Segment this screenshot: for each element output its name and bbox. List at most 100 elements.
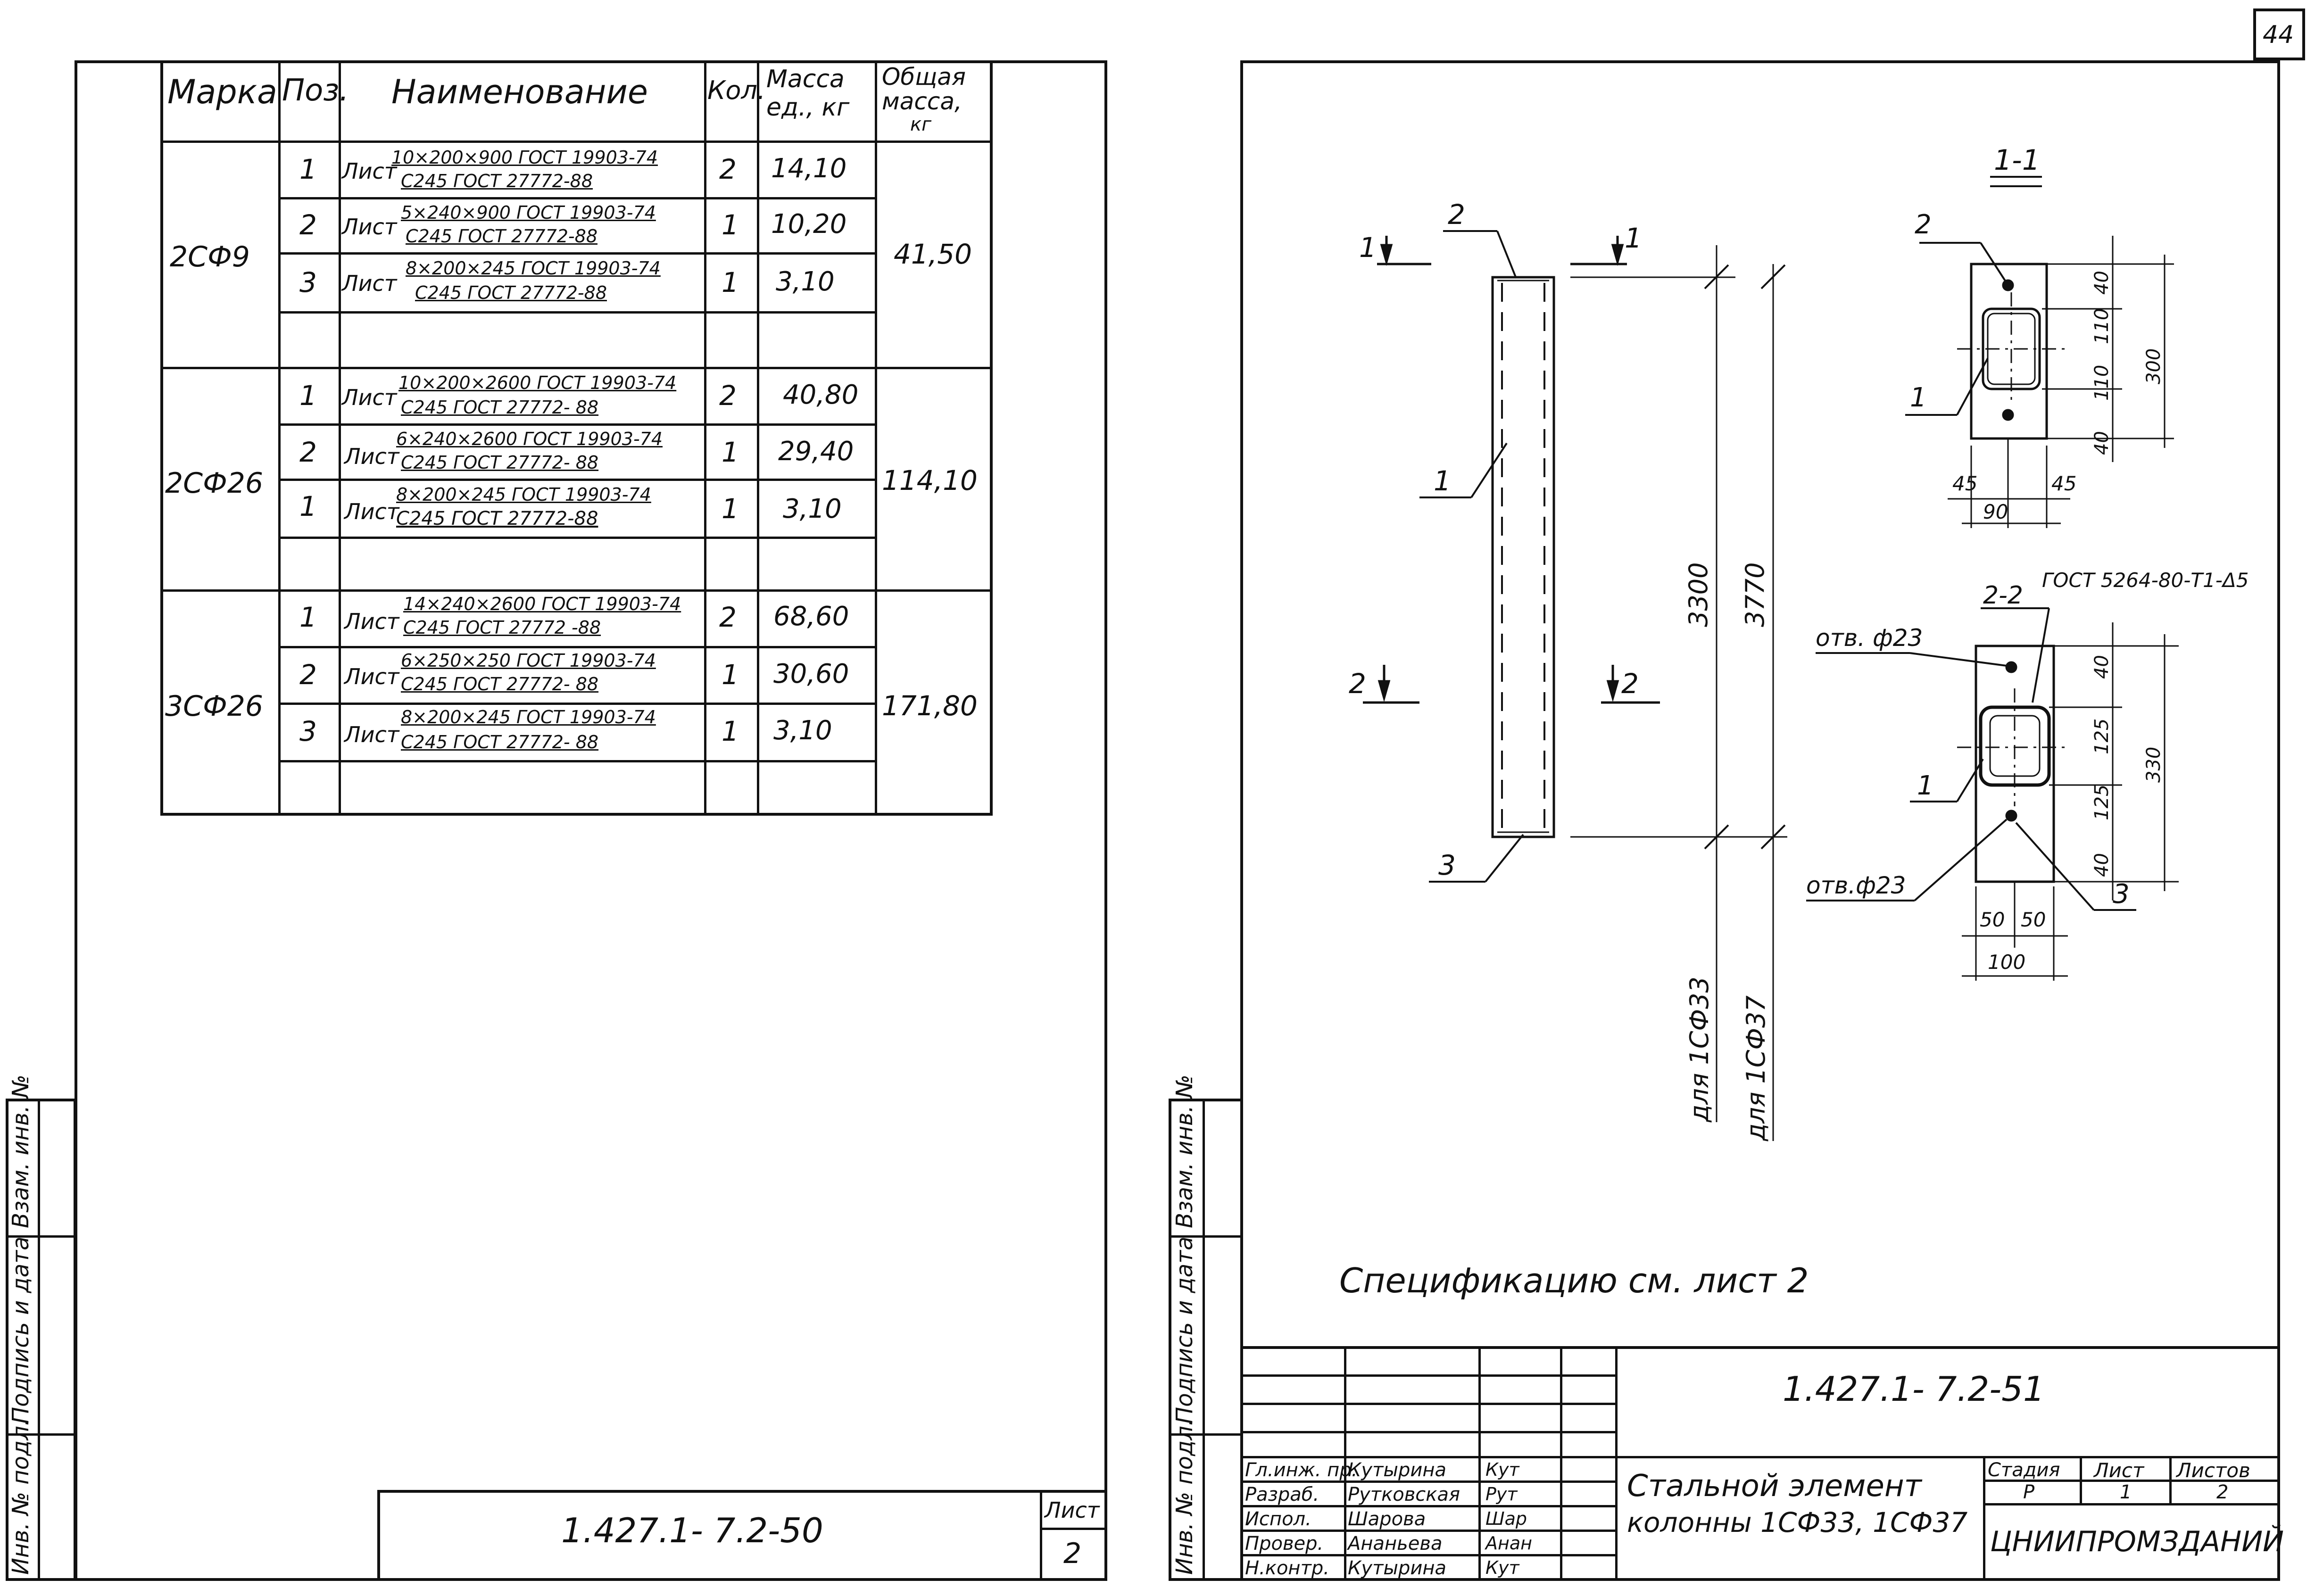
- sheets-label: Листов: [2176, 1459, 2250, 1482]
- header-mass-total-3: кг: [910, 114, 932, 135]
- s11-dim-90: 90: [1983, 500, 2008, 523]
- row-mass: 40,80: [783, 380, 859, 410]
- role: Разраб.: [1245, 1484, 1319, 1505]
- stage-value: Р: [2023, 1481, 2035, 1503]
- left-sheet-number: 2: [1063, 1537, 1082, 1570]
- signature: Рут: [1485, 1484, 1518, 1505]
- row-bottom: С245 ГОСТ 27772-88: [415, 282, 607, 303]
- row-word: Лист: [344, 722, 399, 747]
- row-mass: 29,40: [778, 436, 854, 467]
- signature: Шар: [1485, 1508, 1527, 1529]
- page-number: 44: [2263, 21, 2294, 49]
- row-mass: 68,60: [773, 601, 849, 632]
- s22-dim-100: 100: [1988, 951, 2025, 974]
- row-qty: 1: [722, 209, 739, 241]
- row-qty: 1: [722, 715, 739, 747]
- right-doc-code: 1.427.1- 7.2-51: [1783, 1369, 2045, 1409]
- for-1sf33: для 1СФ33: [1684, 976, 1714, 1123]
- row-pos: 2: [299, 659, 317, 691]
- s11-dim-110-a: 110: [2091, 308, 2113, 344]
- title-line-1: Стальной элемент: [1627, 1469, 1922, 1504]
- row-mass: 30,60: [773, 659, 849, 689]
- row-bottom: С245 ГОСТ 27772- 88: [401, 732, 599, 753]
- row-top: 10×200×900 ГОСТ 19903-74: [391, 147, 658, 168]
- weld-note: ГОСТ 5264-80-Т1-Δ5: [2042, 569, 2249, 592]
- row-word: Лист: [344, 444, 399, 469]
- role: Н.контр.: [1245, 1557, 1329, 1579]
- row-bottom: С245 ГОСТ 27772- 88: [401, 452, 599, 473]
- row-mass: 3,10: [783, 494, 842, 524]
- row-qty: 2: [719, 153, 737, 185]
- group-mark: 2СФ26: [165, 467, 264, 500]
- row-top: 8×200×245 ГОСТ 19903-74: [396, 484, 651, 505]
- role: Испол.: [1245, 1508, 1311, 1530]
- header-mass-unit-2: ед., кг: [766, 93, 850, 122]
- s11-pos-1: 1: [1910, 382, 1927, 413]
- s22-dim-125-a: 125: [2091, 719, 2113, 754]
- header-mass-unit-1: Масса: [766, 65, 845, 93]
- name: Кутырина: [1348, 1557, 1447, 1579]
- name: Рутковская: [1348, 1484, 1460, 1505]
- signature: Анан: [1485, 1533, 1532, 1554]
- row-bottom: С245 ГОСТ 27772- 88: [401, 397, 599, 418]
- row-pos: 2: [299, 436, 317, 468]
- row-qty: 1: [722, 266, 739, 298]
- row-mass: 3,10: [776, 266, 835, 297]
- row-mass: 14,10: [771, 153, 847, 184]
- row-word: Лист: [342, 158, 397, 184]
- s22-dim-330: 330: [2143, 747, 2165, 783]
- left-side-stamp: [6, 1099, 76, 1581]
- header-pos: Поз.: [282, 73, 349, 108]
- s22-dim-40-bottom: 40: [2091, 853, 2113, 877]
- cut-mark-2-left: 2: [1349, 668, 1366, 700]
- header-mark: Марка: [167, 73, 277, 111]
- row-pos: 3: [299, 715, 317, 747]
- row-bottom: С245 ГОСТ 27772- 88: [401, 674, 599, 695]
- cut-mark-1-left: 1: [1359, 232, 1377, 264]
- left-sheet-label: Лист: [1045, 1497, 1100, 1523]
- sheet-value: 1: [2120, 1481, 2132, 1503]
- role: Гл.инж. пр.: [1245, 1459, 1358, 1481]
- s11-dim-45-right: 45: [2051, 472, 2076, 495]
- group-mark: 3СФ26: [165, 690, 264, 723]
- row-top: 5×240×900 ГОСТ 19903-74: [401, 202, 656, 223]
- row-qty: 2: [719, 601, 737, 633]
- s22-dim-40-top: 40: [2091, 655, 2113, 679]
- dim-3300: 3300: [1684, 562, 1713, 627]
- section-1-1-plate: [1970, 263, 2048, 440]
- spec-table: [160, 60, 993, 816]
- row-top: 6×240×2600 ГОСТ 19903-74: [396, 429, 663, 449]
- row-pos: 3: [299, 266, 317, 298]
- row-qty: 1: [722, 436, 739, 468]
- s22-dim-125-b: 125: [2091, 785, 2113, 820]
- row-qty: 1: [722, 493, 739, 525]
- row-pos: 1: [299, 153, 317, 185]
- for-1sf37: для 1СФ37: [1741, 995, 1771, 1141]
- s22-pos-3: 3: [2113, 879, 2130, 910]
- pos-2-label: 2: [1448, 198, 1465, 231]
- cut-mark-2-right: 2: [1621, 668, 1639, 700]
- group-mark: 2СФ9: [170, 240, 250, 273]
- header-qty: Кол.: [707, 75, 766, 105]
- header-mass-total-1: Общая: [882, 63, 966, 91]
- header-name: Наименование: [391, 73, 648, 111]
- row-top: 8×200×245 ГОСТ 19903-74: [401, 707, 656, 728]
- s11-dim-300: 300: [2143, 348, 2165, 384]
- row-pos: 1: [299, 601, 317, 633]
- name: Шарова: [1348, 1508, 1426, 1530]
- hole-label-top: отв. ф23: [1816, 624, 1923, 652]
- page-number-box: [2253, 8, 2305, 60]
- row-qty: 2: [719, 380, 737, 412]
- row-bottom: С245 ГОСТ 27772-88: [396, 508, 598, 529]
- group-total: 171,80: [882, 690, 978, 722]
- role: Провер.: [1245, 1533, 1324, 1555]
- s22-dim-50-right: 50: [2021, 908, 2046, 931]
- row-word: Лист: [344, 609, 399, 634]
- row-pos: 2: [299, 209, 317, 241]
- row-word: Лист: [342, 271, 397, 296]
- header-mass-total-2: масса,: [882, 88, 962, 115]
- s11-dim-40-top: 40: [2091, 271, 2113, 295]
- section-2-2-plate: [1975, 645, 2055, 883]
- s11-pos-2: 2: [1915, 209, 1932, 240]
